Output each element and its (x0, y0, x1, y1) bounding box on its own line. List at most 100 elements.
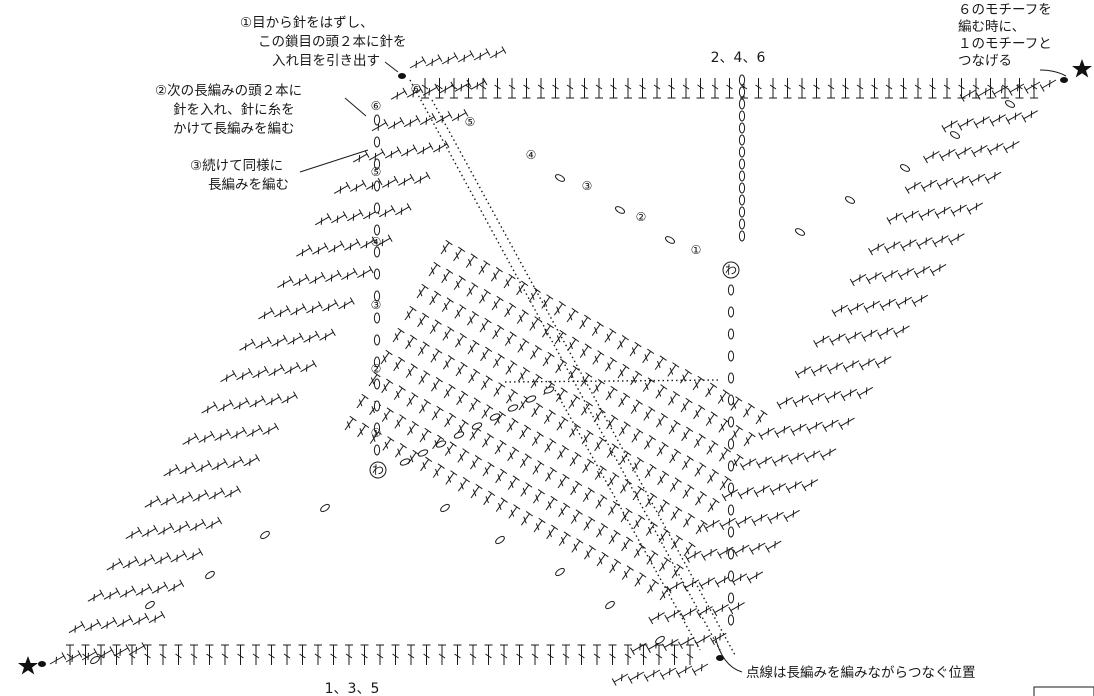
stitch-symbol (170, 550, 188, 563)
stitch-symbol (666, 581, 684, 594)
stitch-symbol (545, 495, 558, 511)
stitch-symbol (717, 389, 730, 404)
stitch-symbol (711, 78, 719, 99)
stitch-symbol (874, 356, 892, 369)
stitch-symbol (856, 386, 874, 400)
stitch-symbol (643, 669, 661, 682)
stitch-symbol (646, 550, 659, 565)
stitch-symbol (201, 401, 218, 414)
stitch-symbol (520, 511, 533, 526)
chain-stitch (738, 230, 746, 242)
stitch-symbol (274, 305, 291, 318)
stitch-symbol (537, 78, 545, 99)
stitch-symbol (725, 78, 734, 99)
slip-stitch-mark (398, 73, 406, 79)
stitch-symbol (902, 210, 919, 223)
stitch-symbol (492, 353, 505, 368)
stitch-symbol (531, 644, 539, 665)
stitch-symbol (454, 79, 472, 92)
round-marker-5: ⑤ (371, 165, 382, 179)
stitch-symbol (554, 329, 567, 345)
stitch-symbol (774, 425, 791, 438)
stitch-symbol (454, 304, 467, 319)
stitch-symbol (567, 365, 580, 380)
stitch-symbol (881, 269, 899, 283)
stitch-symbol (936, 177, 954, 190)
stitch-symbol (705, 382, 718, 398)
stitch-symbol (654, 355, 667, 370)
stitch-symbol (314, 644, 322, 665)
stitch-symbol (230, 426, 247, 439)
stitch-symbol (739, 458, 757, 471)
stitch-symbol (670, 535, 683, 550)
stitch-symbol (532, 489, 545, 504)
stitch-symbol (620, 507, 633, 523)
chain-stitch (949, 131, 961, 139)
stitch-symbol (868, 243, 885, 256)
stitch-symbol (144, 495, 162, 508)
stitch-symbol (252, 365, 269, 379)
stitch-symbol (754, 78, 763, 99)
stitch-symbol (293, 273, 310, 287)
stitch-symbol (972, 78, 980, 99)
stitch-symbol (481, 404, 494, 419)
stitch-symbol (480, 375, 493, 390)
stitch-symbol (971, 145, 988, 158)
stitch-symbol (669, 448, 682, 464)
stitch-symbol (693, 433, 706, 448)
stitch-symbol (122, 556, 140, 569)
chain-stitch (373, 246, 381, 258)
stitch-symbol (141, 524, 159, 537)
stitch-symbol (861, 329, 878, 342)
stitch-symbol (491, 295, 504, 311)
join-line3: １のモチーフと (958, 36, 1052, 52)
join-line2: 編む時に、 (958, 19, 1025, 35)
stitch-symbol (842, 360, 860, 373)
stitch-symbol (284, 361, 301, 375)
chain-stitch (727, 438, 735, 450)
stitch-symbol (668, 419, 681, 435)
stitch-symbol (239, 338, 256, 351)
chain-stitch (727, 328, 735, 340)
stitch-symbol (391, 644, 400, 665)
stitch-symbol (751, 513, 768, 527)
step2-line1: ②次の長編みの頭２本に (155, 83, 302, 99)
stitch-symbol (531, 431, 544, 446)
stitch-symbol (619, 450, 632, 465)
stitch-symbol (579, 343, 592, 358)
join-line4: つなげる (958, 53, 1012, 69)
stitch-symbol (648, 612, 665, 625)
stitch-symbol (484, 644, 493, 665)
stitch-symbol (879, 298, 897, 311)
stitch-symbol (546, 524, 559, 540)
chain-stitch (440, 503, 450, 513)
stitch-symbol (546, 644, 555, 665)
stitch-symbol (519, 424, 532, 440)
stitch-symbol (507, 475, 520, 490)
stitch-symbol (934, 206, 951, 219)
round-marker-ring-right: わ (725, 263, 737, 277)
stitch-symbol (174, 644, 183, 665)
annotation-join: ６のモチーフを 編む時に、 １のモチーフと つなげる (958, 2, 1067, 77)
round-markers-left: わ ① ② ③ ④ ⑤ ⑥ (369, 99, 387, 479)
stitch-symbol (303, 330, 320, 343)
stitch-symbol (742, 403, 755, 418)
stitch-symbol (416, 142, 434, 155)
stitch-symbol (570, 509, 583, 524)
stitch-symbol (271, 334, 288, 347)
stitch-symbol (404, 305, 417, 321)
chain-stitch (507, 404, 519, 412)
chain-stitch (1004, 100, 1016, 108)
stitch-symbol (455, 361, 468, 377)
stitch-symbol (718, 447, 731, 462)
stitch-symbol (368, 148, 386, 161)
stitch-symbol (262, 422, 279, 435)
stitch-symbol (357, 422, 370, 438)
stitch-symbol (991, 85, 1009, 98)
stitch-symbol (395, 203, 412, 216)
stitch-symbol (503, 273, 516, 289)
stitch-symbol (655, 384, 668, 399)
stitch-symbol (737, 487, 755, 500)
stitch-symbol (416, 283, 429, 299)
